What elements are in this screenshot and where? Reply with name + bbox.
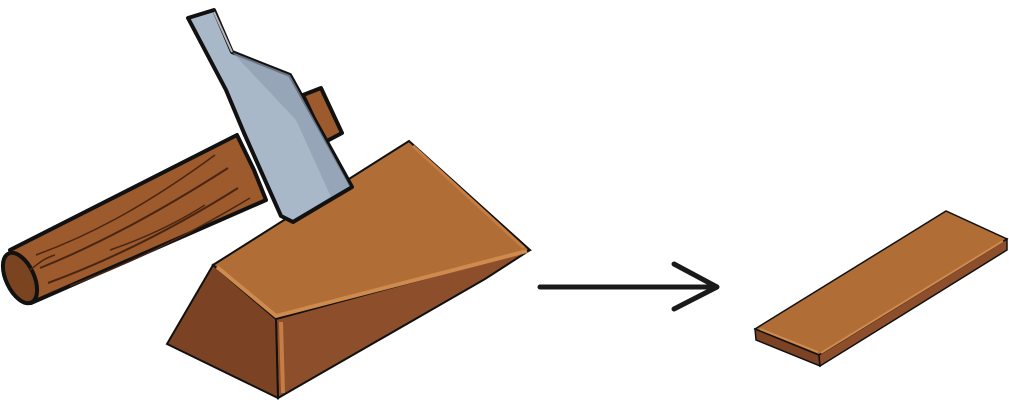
- right-arrow-icon: [540, 264, 717, 309]
- flat-copper-sheet-icon: [755, 211, 1007, 366]
